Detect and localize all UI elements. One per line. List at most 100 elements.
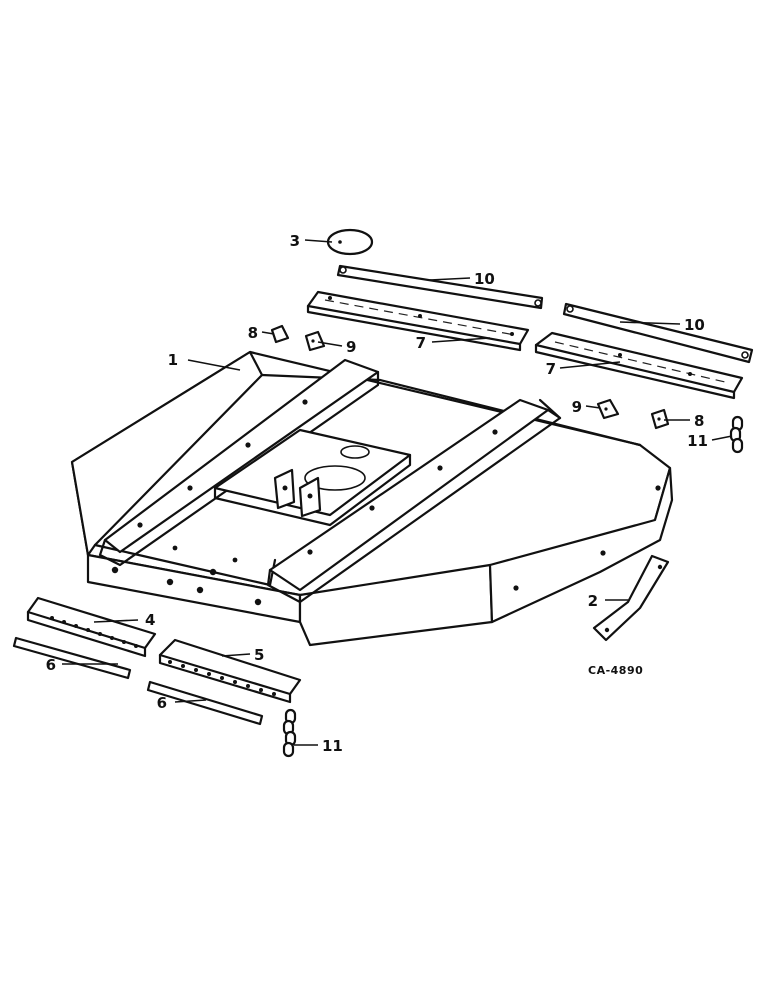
callout-6-left: 6 [46, 656, 56, 674]
angle-bracket [592, 554, 670, 642]
plate-hole [328, 296, 332, 300]
skirt-bolt-hole [166, 578, 174, 586]
rail-bolt-hole [369, 505, 375, 511]
round-cover [326, 228, 374, 256]
rail-bolt-hole [307, 549, 313, 555]
rod-end-hole [534, 299, 542, 307]
slot [62, 620, 66, 624]
rail-bolt-hole [492, 429, 498, 435]
rod-end-hole [566, 305, 574, 313]
rod-upper-left [336, 264, 544, 310]
leader [559, 361, 621, 369]
callout-10-upper: 10 [474, 270, 495, 288]
clip-9-right [596, 398, 620, 420]
leader-lines [62, 239, 733, 746]
right-skirt-hole [655, 485, 661, 491]
leader [304, 239, 333, 243]
leader [711, 435, 733, 441]
leader [619, 321, 681, 325]
rod-end-hole [339, 266, 347, 274]
deck-right-skirt [488, 466, 674, 624]
leader [431, 337, 491, 343]
deck-left-side-panel [70, 350, 264, 557]
callout-7-lower: 7 [546, 360, 556, 378]
leader [261, 331, 275, 335]
leader [317, 341, 343, 347]
leader [187, 359, 241, 371]
rail-bolt-hole [187, 485, 193, 491]
chain-link [282, 741, 295, 758]
slot [74, 624, 78, 628]
leader [93, 619, 139, 623]
gearbox-plate-thickness [213, 453, 412, 527]
plate-hole [510, 332, 514, 336]
callout-8-left: 8 [248, 324, 258, 342]
skirt-bolt-hole [254, 598, 262, 606]
rail-bolt-hole [437, 465, 443, 471]
part-3-cover [326, 228, 374, 256]
rear-hole [340, 445, 370, 459]
parts-4-5-slotted-bars [26, 596, 302, 704]
rod-end-hole [741, 351, 749, 359]
callout-5: 5 [254, 646, 264, 664]
part-7-plates [306, 290, 744, 400]
slot [181, 664, 185, 668]
deck-front-right-skirt [298, 563, 494, 647]
part-2-bracket [592, 554, 670, 642]
part-10-rods [336, 264, 754, 364]
clip-hole [604, 407, 608, 411]
skirt-bolt-hole [209, 568, 217, 576]
slot [246, 684, 250, 688]
right-skirt-hole [600, 550, 606, 556]
leader [221, 653, 251, 657]
slot [122, 640, 126, 644]
callout-4: 4 [145, 611, 155, 629]
slot [110, 636, 114, 640]
left-rail-side [98, 370, 380, 567]
part-6-rods [12, 636, 264, 726]
slot [220, 676, 224, 680]
rod-lower-left [12, 636, 132, 680]
leader [429, 277, 471, 281]
callout-2: 2 [588, 592, 598, 610]
slot [272, 692, 276, 696]
clip-hole [311, 339, 315, 343]
cover-dot [338, 240, 342, 244]
slots-5 [168, 660, 276, 696]
skirt-bolt-hole [196, 586, 204, 594]
clip-hole [657, 417, 661, 421]
diagram-code: CA-4890 [588, 664, 643, 677]
slots-4 [50, 616, 138, 648]
floor-hole [172, 545, 178, 551]
callout-labels: 1 2 3 4 5 6 6 7 7 8 8 9 9 10 10 11 11 [46, 232, 708, 755]
rail-bolt-hole [245, 442, 251, 448]
main-deck [70, 350, 674, 647]
callout-3: 3 [290, 232, 300, 250]
slot [50, 616, 54, 620]
chain-link [731, 437, 744, 454]
plate-hole [618, 353, 622, 357]
callout-9-left: 9 [346, 338, 356, 356]
clip-9-left [304, 330, 326, 352]
part-11-chains [282, 415, 744, 758]
plate-hole [418, 314, 422, 318]
callout-11-lower: 11 [322, 737, 343, 755]
slot [168, 660, 172, 664]
rod-lower-right [146, 680, 264, 726]
skirt-bolt-hole [111, 566, 119, 574]
slot [259, 688, 263, 692]
leader [174, 699, 207, 703]
right-rail-edge [538, 398, 562, 420]
clip-8-left [270, 324, 290, 344]
leader [585, 405, 601, 409]
slot [194, 668, 198, 672]
rail-bolt-hole [137, 522, 143, 528]
callout-6-right: 6 [157, 694, 167, 712]
bracket-hole [307, 493, 313, 499]
plate-hole [688, 372, 692, 376]
bar-edge [26, 610, 147, 658]
floor-hole [232, 557, 238, 563]
slot [98, 632, 102, 636]
slot [134, 644, 138, 648]
